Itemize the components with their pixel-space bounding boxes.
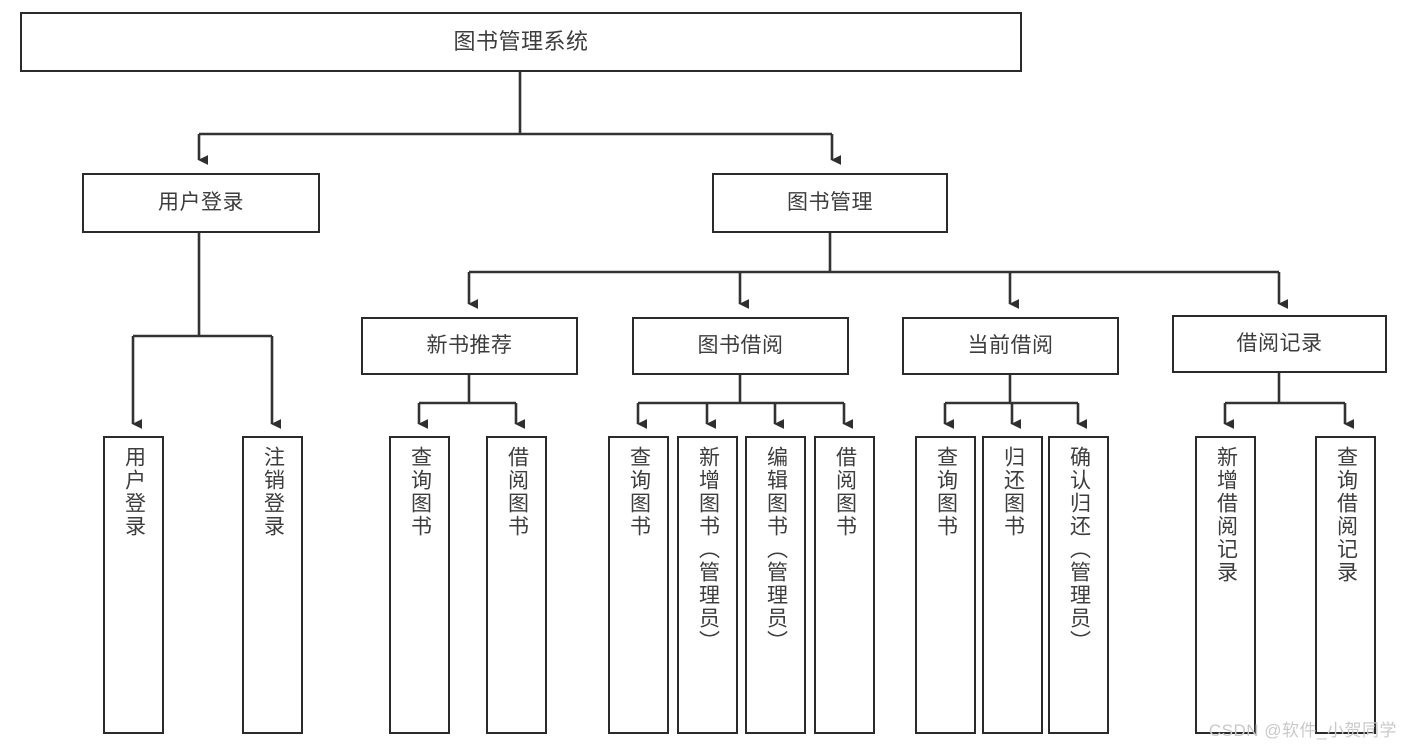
csdn-watermark: CSDN @软件_小贺同学 [1208,721,1397,740]
node-leaf-user-login[interactable]: 用户登录 [103,436,164,734]
node-leaf-query-book-2-label: 查询图书 [627,446,651,538]
node-leaf-borrow-book-1[interactable]: 借阅图书 [486,436,547,734]
node-book-manage[interactable]: 图书管理 [712,173,948,233]
node-current-borrow-label: 当前借阅 [967,334,1054,358]
node-leaf-add-record[interactable]: 新增借阅记录 [1195,436,1256,734]
node-leaf-add-book-label: 新增图书（管理员） [696,446,720,653]
node-leaf-edit-book[interactable]: 编辑图书（管理员） [745,436,806,734]
node-leaf-add-record-label: 新增借阅记录 [1214,446,1238,584]
node-leaf-query-book-1-label: 查询图书 [408,446,432,538]
node-leaf-query-record-label: 查询借阅记录 [1334,446,1358,584]
node-root[interactable]: 图书管理系统 [20,12,1022,72]
node-leaf-add-book[interactable]: 新增图书（管理员） [677,436,738,734]
node-borrow-record-label: 借阅记录 [1236,332,1323,356]
node-leaf-confirm-return-label: 确认归还（管理员） [1067,446,1091,653]
node-leaf-query-book-2[interactable]: 查询图书 [608,436,669,734]
node-borrow-record[interactable]: 借阅记录 [1172,315,1387,373]
node-new-book-recommend[interactable]: 新书推荐 [361,317,578,375]
node-leaf-borrow-book-1-label: 借阅图书 [505,446,529,538]
node-leaf-query-book-3-label: 查询图书 [934,446,958,538]
node-leaf-return-book[interactable]: 归还图书 [982,436,1043,734]
node-leaf-return-book-label: 归还图书 [1001,446,1025,538]
node-leaf-user-login-label: 用户登录 [122,446,146,538]
node-leaf-user-logout[interactable]: 注销登录 [242,436,303,734]
node-user-login[interactable]: 用户登录 [82,173,320,233]
node-leaf-borrow-book-2-label: 借阅图书 [833,446,857,538]
node-leaf-user-logout-label: 注销登录 [261,446,285,538]
node-root-label: 图书管理系统 [453,28,589,54]
node-user-login-label: 用户登录 [158,191,244,215]
node-leaf-edit-book-label: 编辑图书（管理员） [764,446,788,653]
node-leaf-confirm-return[interactable]: 确认归还（管理员） [1048,436,1109,734]
node-leaf-query-record[interactable]: 查询借阅记录 [1315,436,1376,734]
node-leaf-query-book-3[interactable]: 查询图书 [915,436,976,734]
node-leaf-query-book-1[interactable]: 查询图书 [389,436,450,734]
node-current-borrow[interactable]: 当前借阅 [902,317,1119,375]
node-book-borrow-label: 图书借阅 [697,334,784,358]
node-book-manage-label: 图书管理 [787,191,873,215]
node-new-book-recommend-label: 新书推荐 [426,334,513,358]
node-book-borrow[interactable]: 图书借阅 [632,317,849,375]
node-leaf-borrow-book-2[interactable]: 借阅图书 [814,436,875,734]
